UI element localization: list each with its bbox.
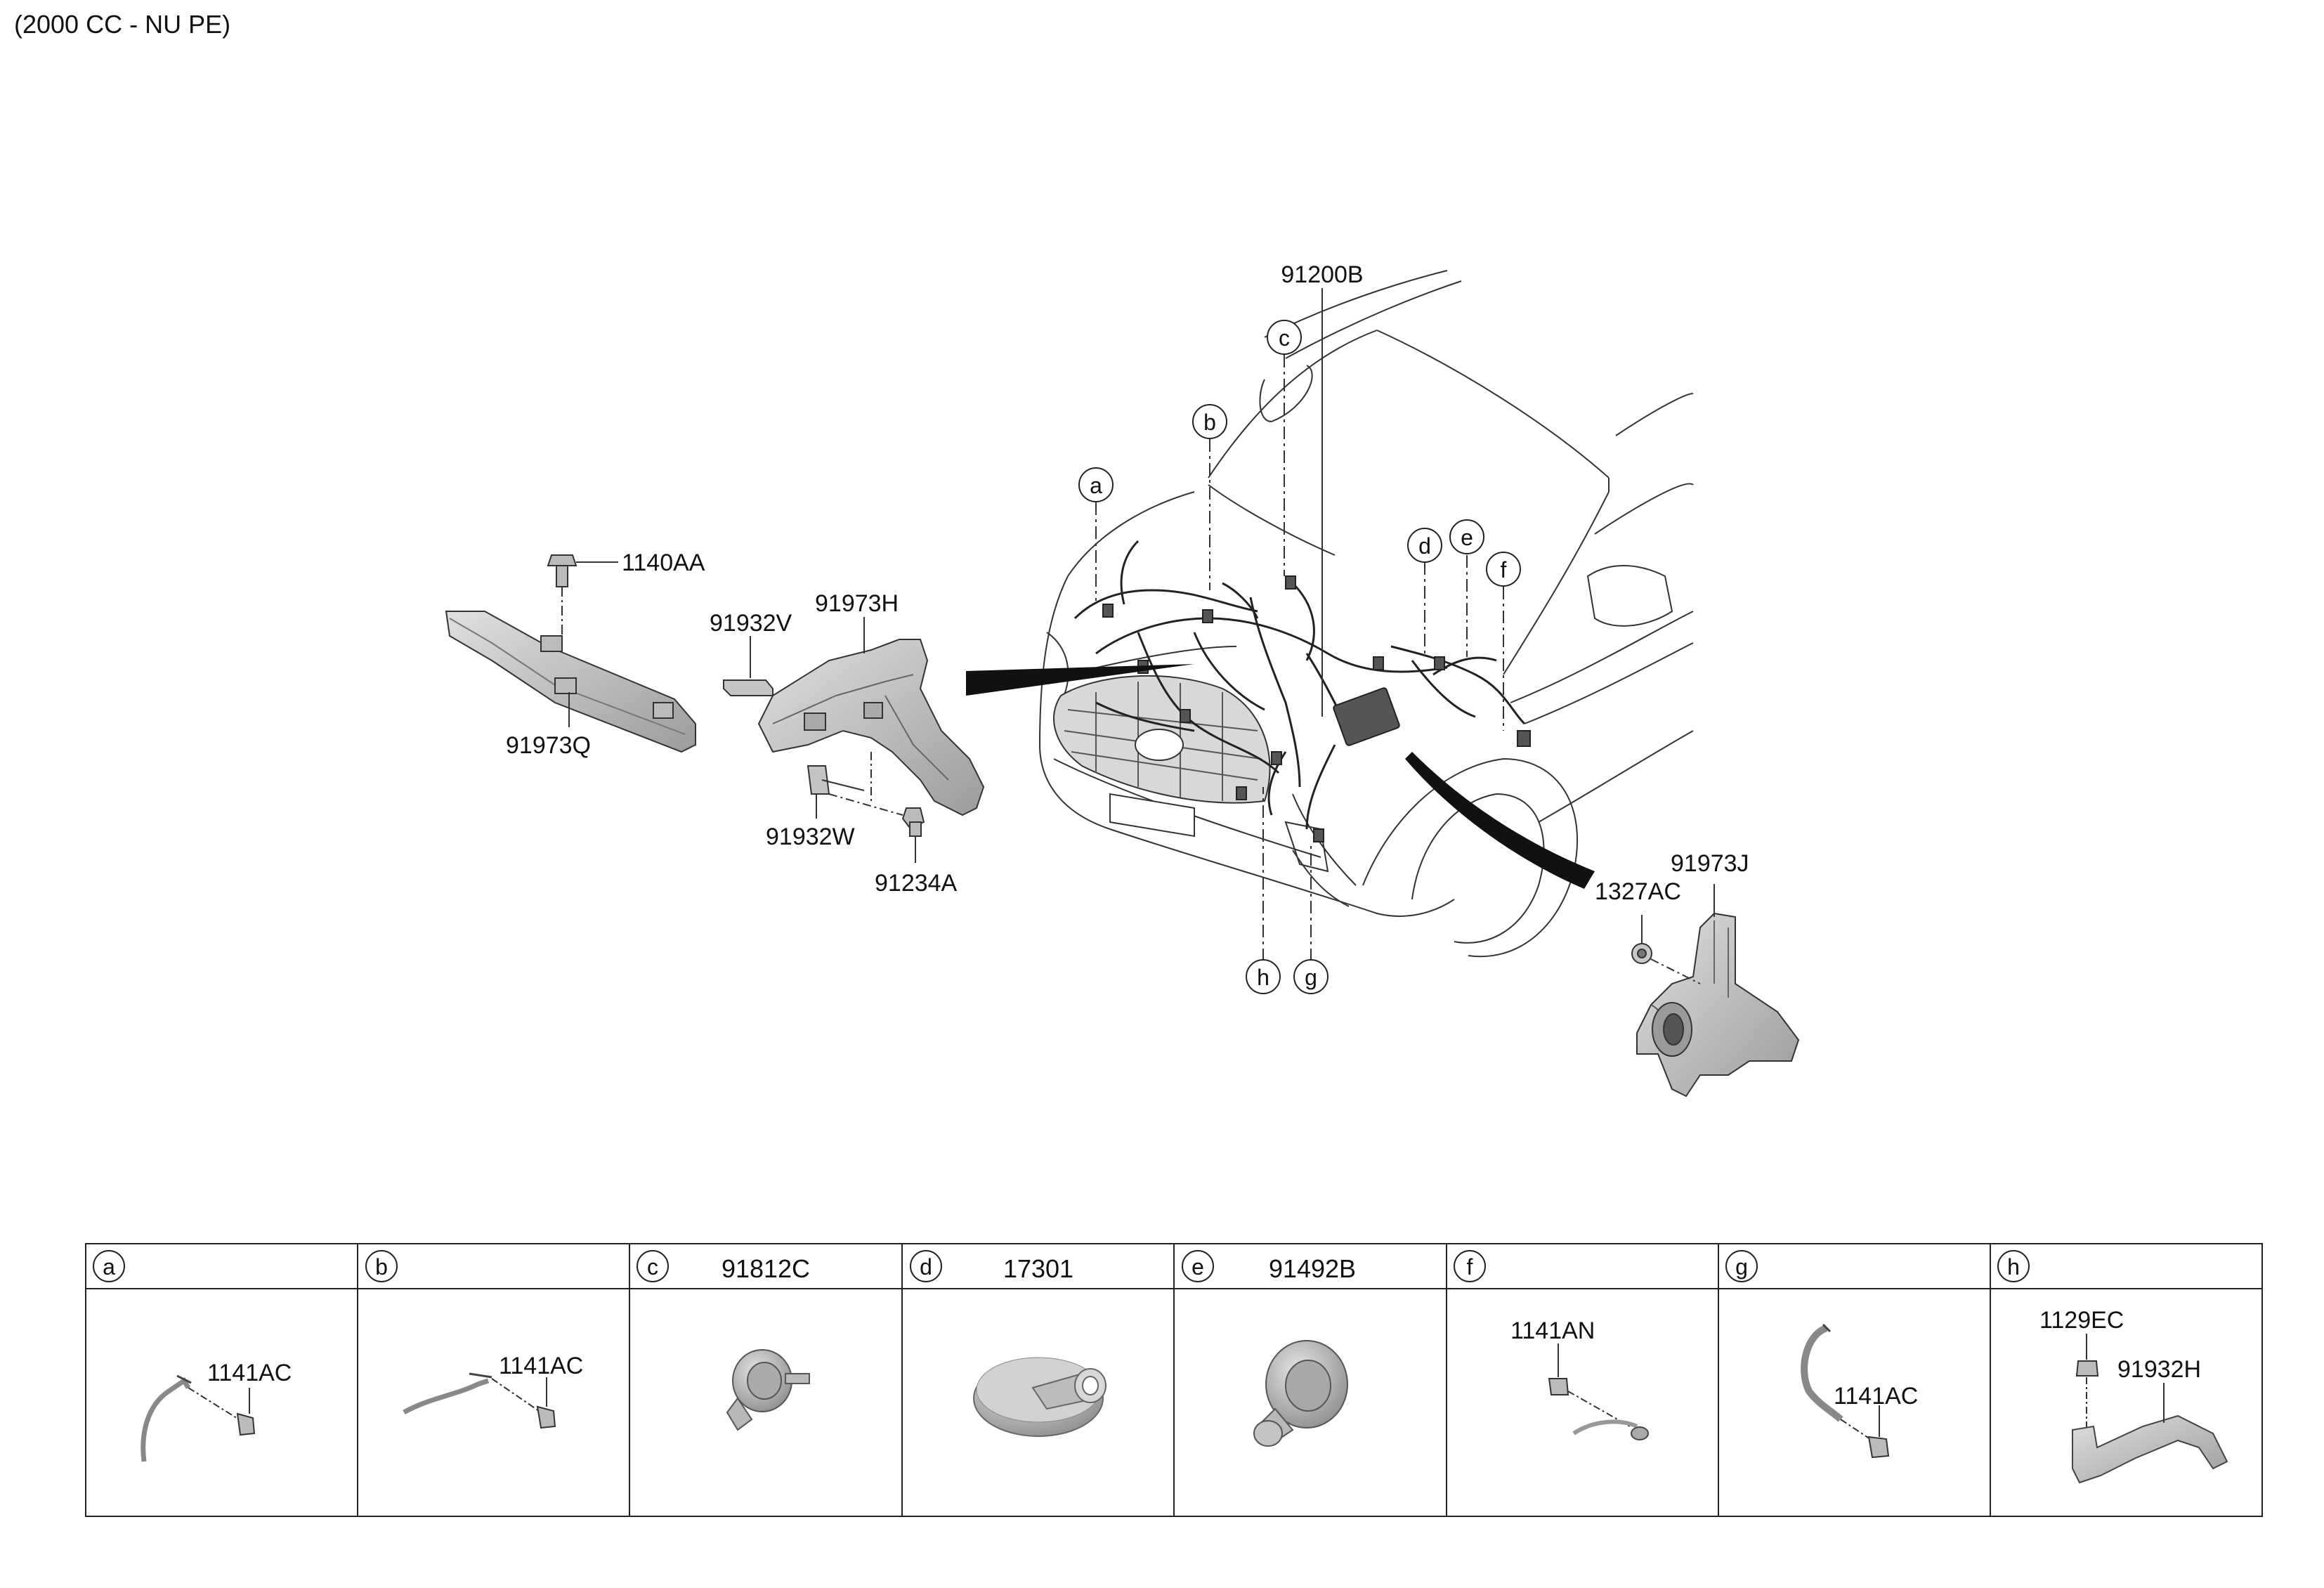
svg-text:d: d (1418, 533, 1431, 559)
callout-e: e (1449, 519, 1484, 554)
bolt-1140AA (547, 554, 577, 587)
detail-table (85, 1243, 2263, 1517)
svg-text:a: a (1090, 473, 1102, 498)
cell-part-label: 91932H (2117, 1356, 2201, 1383)
table-cell-d: d 17301 (910, 1250, 1106, 1437)
table-cell-a: a 1141AC (93, 1250, 292, 1462)
cell-part-label: 1141AC (499, 1353, 583, 1379)
cell-letter: b (375, 1254, 388, 1280)
cell-letter: a (103, 1254, 115, 1280)
cell-letter: d (920, 1254, 932, 1280)
svg-text:b: b (1203, 410, 1216, 435)
cell-part-label: 1141AC (207, 1360, 292, 1386)
part-label-91200B: 91200B (1281, 261, 1363, 288)
cell-header-part: 17301 (1003, 1254, 1073, 1283)
pointer-arrow-right (1405, 752, 1595, 889)
bracket-91973Q (445, 611, 696, 753)
pointer-arrow-left (966, 664, 1194, 696)
clip-91932W (807, 765, 865, 795)
table-cell-h: h 1129EC 91932H (1997, 1250, 2228, 1484)
cell-part-label: 1141AC (1834, 1383, 1918, 1410)
harness-connectors (1102, 575, 1531, 842)
bolt-91234A (901, 807, 925, 837)
part-label-91234A: 91234A (875, 870, 958, 897)
table-cell-b: b 1141AC (365, 1250, 583, 1429)
front-grille (1053, 675, 1271, 838)
table-cell-e: e 91492B (1182, 1250, 1356, 1447)
callout-f: f (1486, 552, 1521, 587)
callout-leaders (1095, 288, 1504, 961)
callout-g: g (1293, 959, 1329, 994)
table-cell-f: f 1141AN (1454, 1250, 1649, 1440)
svg-text:e: e (1461, 525, 1473, 550)
wiring-harness (1073, 540, 1526, 830)
part-label-91932W: 91932W (766, 824, 855, 850)
engine-label: (2000 CC - NU PE) (14, 10, 231, 39)
bracket-91973H (757, 639, 985, 816)
callout-h: h (1246, 959, 1281, 994)
nut-1327AC (1631, 943, 1652, 964)
bracket-91973J (1636, 912, 1800, 1098)
cell-letter: e (1192, 1254, 1204, 1280)
cell-letter: h (2007, 1254, 2020, 1280)
table-cell-g: g 1141AC (1725, 1250, 1918, 1459)
callout-d: d (1407, 528, 1442, 563)
vehicle-outline (1038, 270, 1694, 958)
svg-text:f: f (1501, 557, 1507, 583)
part-label-91973J: 91973J (1671, 850, 1749, 877)
svg-text:g: g (1305, 965, 1317, 990)
callout-a: a (1078, 467, 1114, 502)
cell-letter: c (647, 1254, 658, 1280)
callout-c: c (1267, 320, 1302, 355)
part-label-1140AA: 1140AA (622, 549, 705, 576)
svg-text:h: h (1257, 965, 1269, 990)
cell-part-label: 1129EC (2039, 1307, 2124, 1334)
cell-letter: g (1735, 1254, 1748, 1280)
part-label-91973H: 91973H (815, 590, 899, 617)
cell-letter: f (1467, 1254, 1473, 1280)
part-label-91932V: 91932V (710, 610, 792, 637)
part-label-1327AC: 1327AC (1595, 878, 1681, 905)
dash-91234A (828, 793, 903, 816)
svg-text:c: c (1279, 325, 1290, 351)
cell-part-label: 1141AN (1510, 1317, 1595, 1344)
clip-91932V (723, 679, 773, 696)
cell-header-part: 91812C (722, 1254, 810, 1283)
table-cell-c: c 91812C (637, 1250, 810, 1431)
callout-b: b (1192, 404, 1227, 439)
cell-header-part: 91492B (1269, 1254, 1356, 1283)
part-label-91973Q: 91973Q (506, 732, 591, 759)
